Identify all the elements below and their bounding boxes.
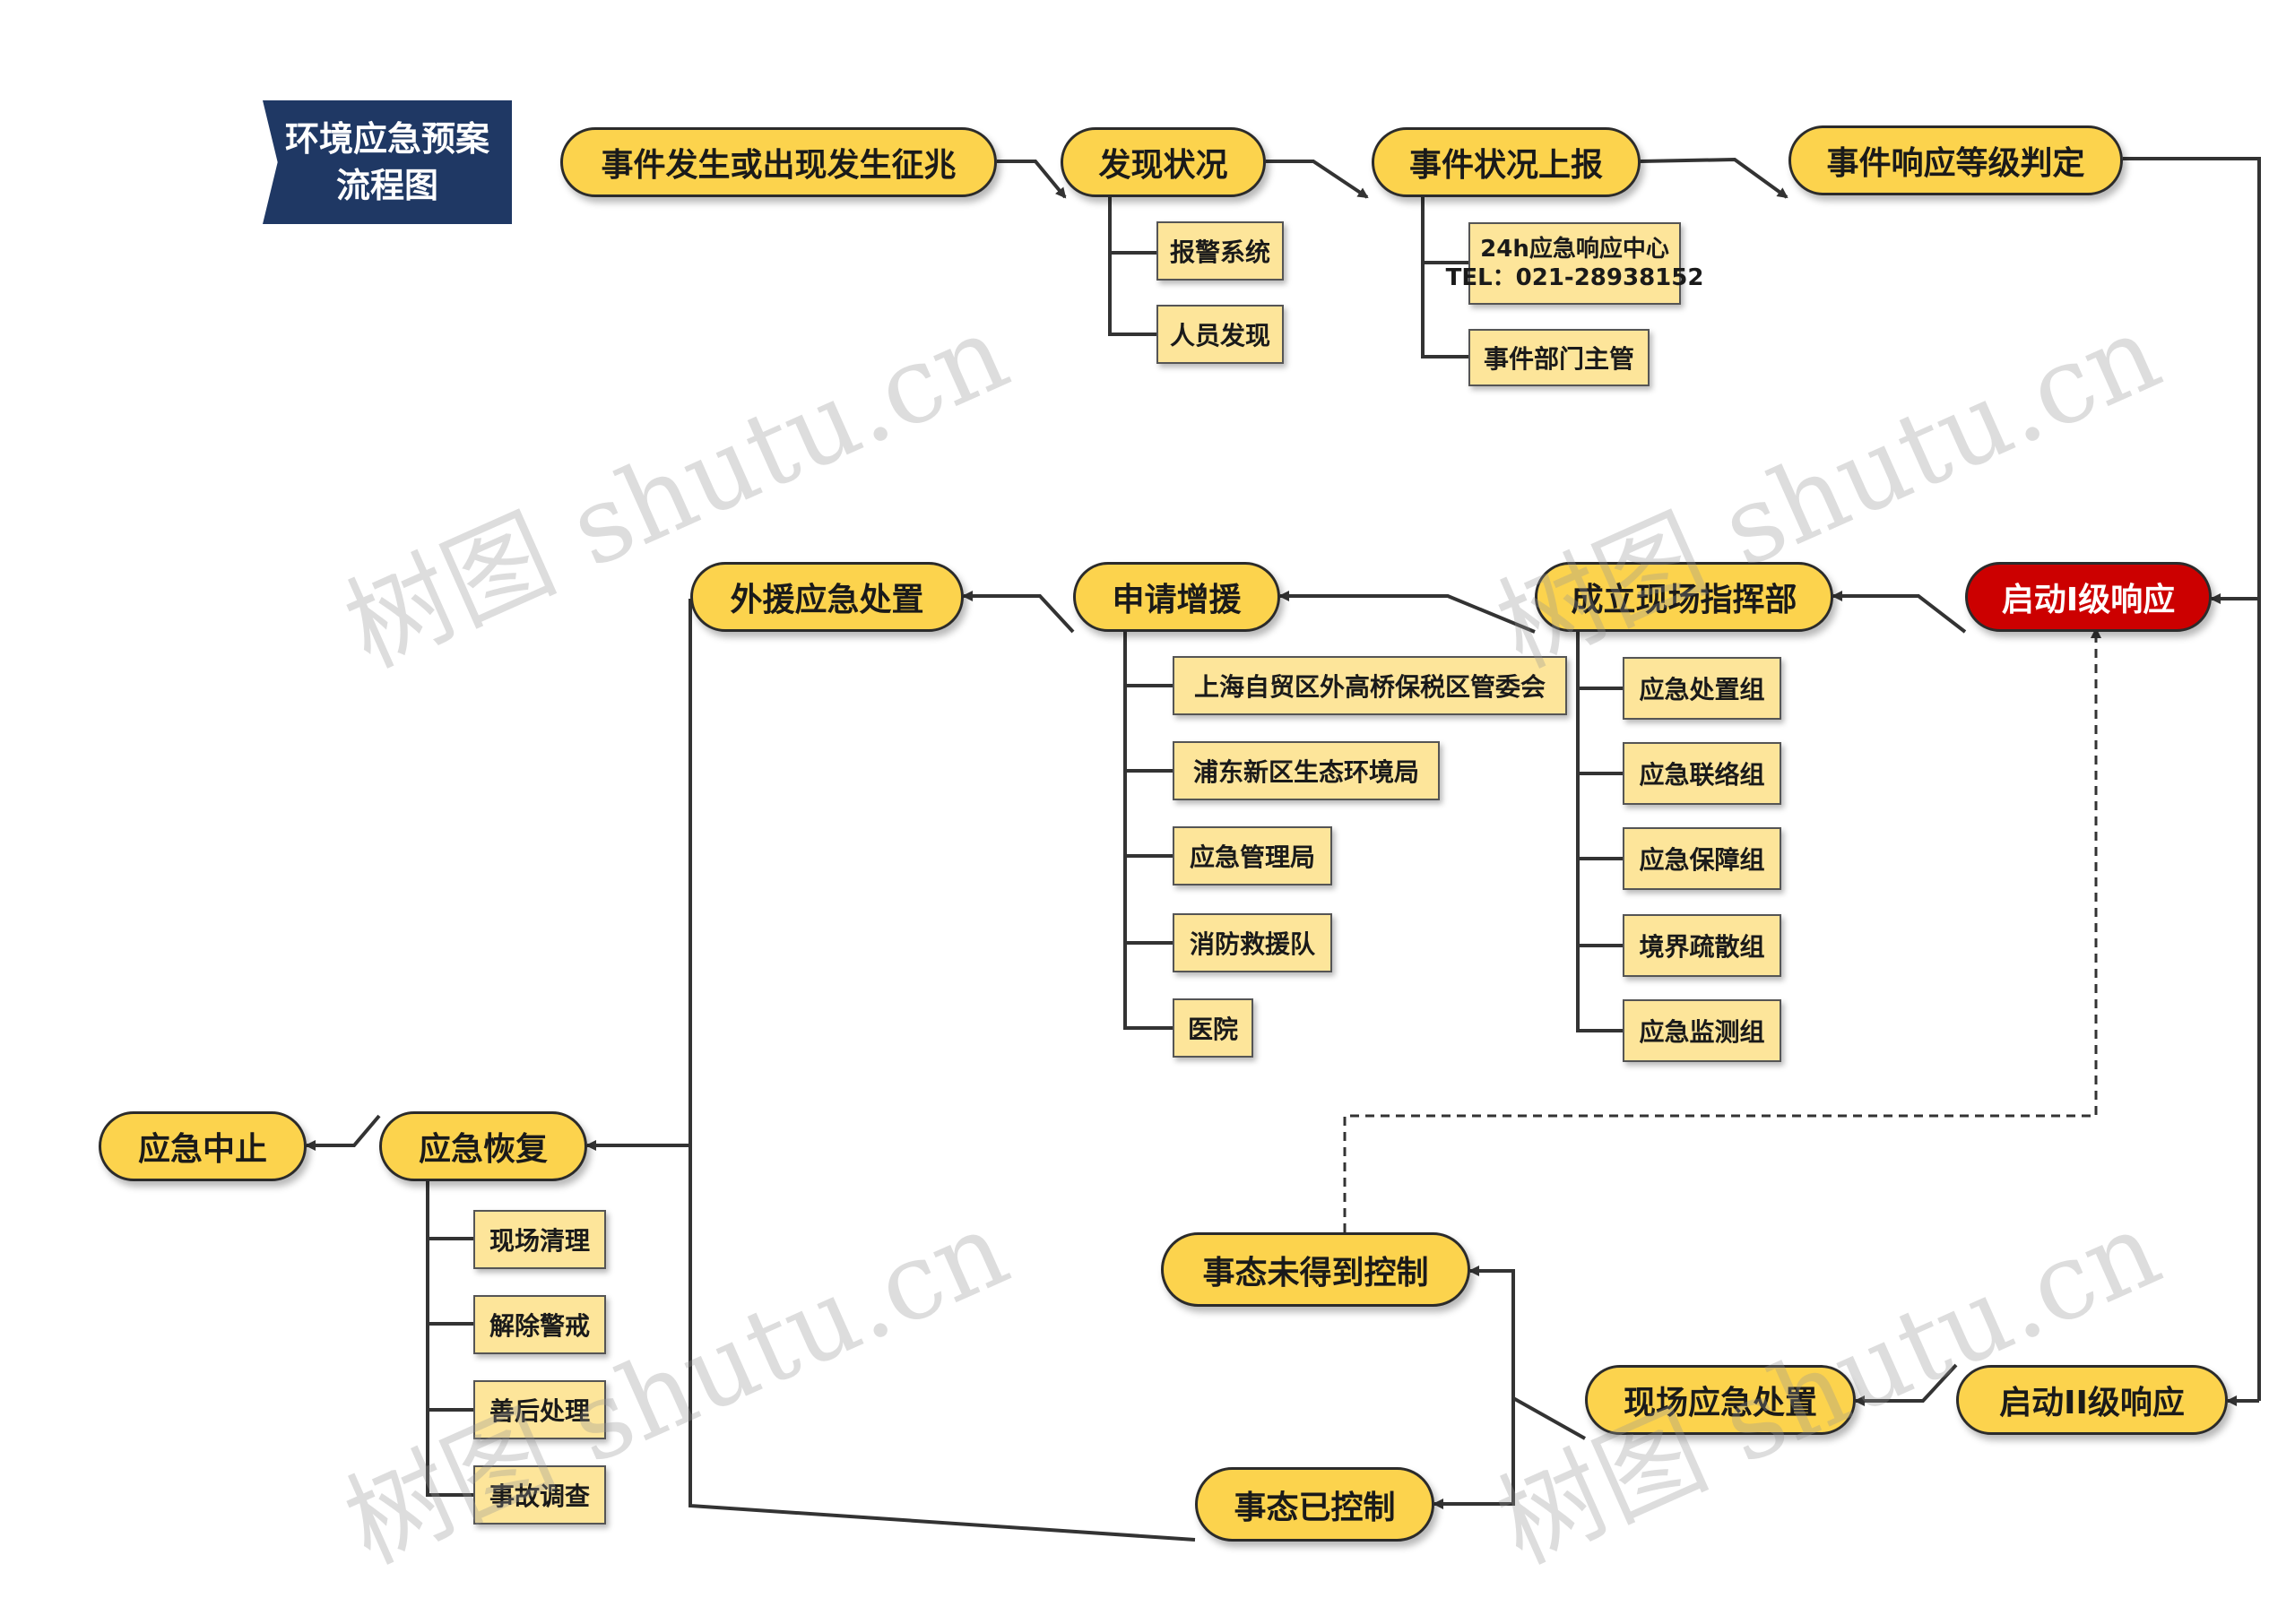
node-stop: 应急中止 xyxy=(99,1111,307,1181)
recovery-child: 善后处理 xyxy=(473,1380,606,1439)
recovery-child: 现场清理 xyxy=(473,1210,606,1269)
title-line1: 环境应急预案 xyxy=(284,119,489,159)
node-onsite: 现场应急处置 xyxy=(1585,1365,1856,1435)
node-external: 外援应急处置 xyxy=(690,562,964,632)
bracket-discover xyxy=(1108,197,1156,336)
edge-occur-discover xyxy=(997,160,1067,199)
node-controlled: 事态已控制 xyxy=(1195,1467,1434,1542)
reinforce-child: 浦东新区生态环境局 xyxy=(1173,741,1440,800)
node-command: 成立现场指挥部 xyxy=(1535,562,1833,632)
bracket-recovery xyxy=(426,1179,473,1497)
command-child: 应急监测组 xyxy=(1623,999,1781,1062)
edge-onsite-branch xyxy=(1512,1396,1586,1440)
center-phone: TEL：021-28938152 xyxy=(1445,264,1704,291)
title-line2: 流程图 xyxy=(335,166,438,205)
edge-recovery-stop xyxy=(305,1114,381,1151)
edge-command-reinforce xyxy=(1278,591,1536,634)
edge-judge-trunk xyxy=(2123,157,2261,1401)
edge-notctl-level1-dashed xyxy=(1343,627,2101,1232)
report-child-center: 24h应急响应中心 TEL：021-28938152 xyxy=(1446,222,1703,305)
reinforce-child: 消防救援队 xyxy=(1173,913,1332,972)
reinforce-child: 医院 xyxy=(1173,998,1253,1058)
report-child-dept: 事件部门主管 xyxy=(1468,329,1650,386)
node-reinforce: 申请增援 xyxy=(1073,562,1280,632)
edge-report-judge xyxy=(1640,157,1788,199)
node-report: 事件状况上报 xyxy=(1372,127,1641,197)
edge-branch-ctl xyxy=(1433,1499,1515,1509)
recovery-child: 解除警戒 xyxy=(473,1295,606,1354)
node-level-judge: 事件响应等级判定 xyxy=(1788,125,2123,195)
recovery-child: 事故调查 xyxy=(473,1465,606,1525)
diagram-title: 环境应急预案 流程图 xyxy=(263,100,512,224)
reinforce-child: 上海自贸区外高桥保税区管委会 xyxy=(1173,656,1567,715)
center-name: 24h应急响应中心 xyxy=(1480,236,1669,263)
command-child: 境界疏散组 xyxy=(1623,914,1781,977)
edge-external-trunk xyxy=(688,599,1196,1542)
bracket-reinforce xyxy=(1123,632,1173,1030)
edge-level2-onsite xyxy=(1854,1363,1958,1406)
node-event-occur: 事件发生或出现发生征兆 xyxy=(560,127,997,197)
discover-child: 报警系统 xyxy=(1156,221,1284,281)
edge-reinforce-external xyxy=(962,591,1075,634)
command-child: 应急处置组 xyxy=(1623,657,1781,720)
reinforce-child: 应急管理局 xyxy=(1173,826,1332,885)
discover-child: 人员发现 xyxy=(1156,305,1284,364)
edge-discover-report xyxy=(1266,160,1369,199)
bracket-report xyxy=(1421,197,1468,358)
node-discover: 发现状况 xyxy=(1061,127,1266,197)
node-recovery: 应急恢复 xyxy=(379,1111,587,1181)
node-level2: 启动II级响应 xyxy=(1956,1365,2228,1435)
node-level1: 启动I级响应 xyxy=(1965,562,2212,632)
node-not-controlled: 事态未得到控制 xyxy=(1161,1232,1470,1307)
command-child: 应急保障组 xyxy=(1623,827,1781,890)
edge-level1-command xyxy=(1832,591,1967,634)
command-child: 应急联络组 xyxy=(1623,742,1781,805)
edge-branch-notctl xyxy=(1468,1266,1515,1506)
bracket-command xyxy=(1576,632,1623,1032)
